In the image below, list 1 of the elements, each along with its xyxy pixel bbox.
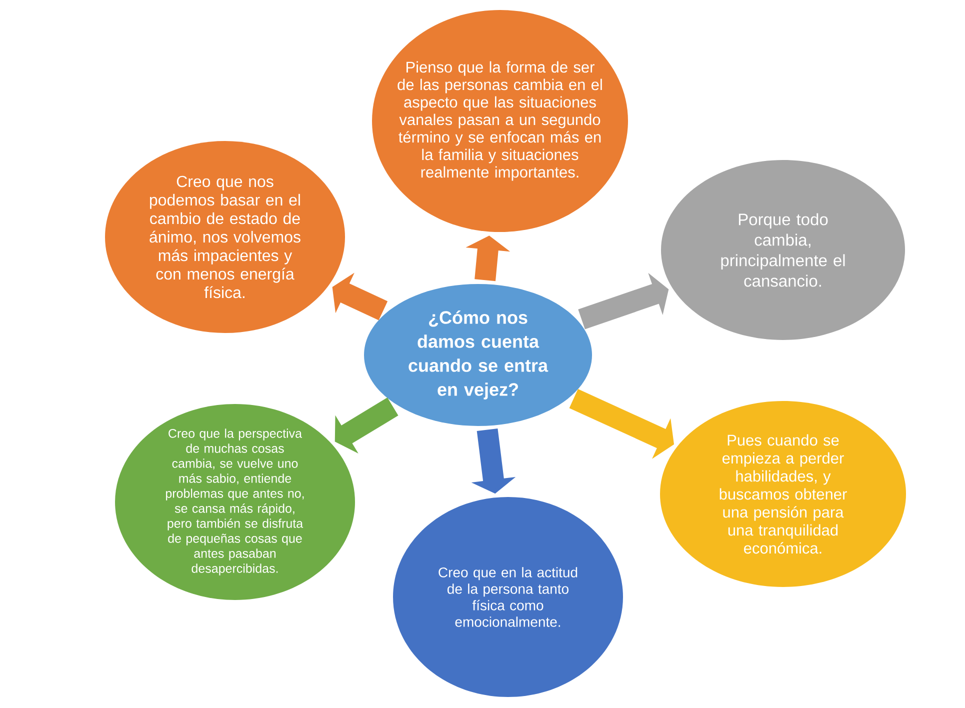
block-arrow — [334, 398, 398, 454]
